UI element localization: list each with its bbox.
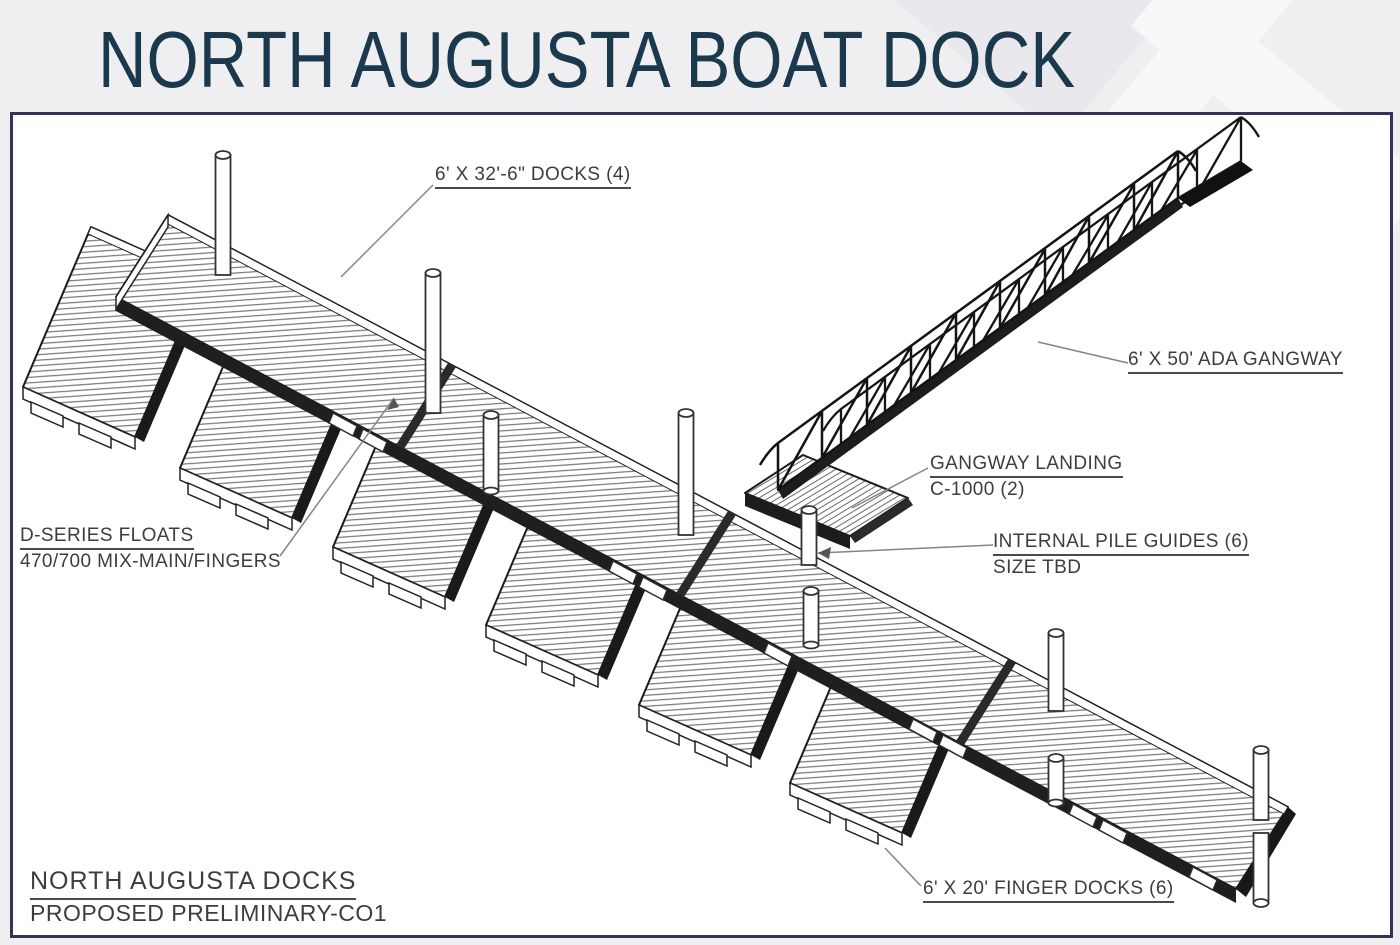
label-d-series-floats-line2: 470/700 MIX-MAIN/FINGERS	[20, 551, 281, 572]
label-gangway: 6' X 50' ADA GANGWAY	[1128, 348, 1343, 374]
label-pile-guides: INTERNAL PILE GUIDES (6) SIZE TBD	[993, 530, 1249, 579]
pile	[214, 150, 1270, 821]
label-pile-guides-line2: SIZE TBD	[993, 557, 1082, 578]
label-finger-docks: 6' X 20' FINGER DOCKS (6)	[923, 877, 1174, 903]
page-title: NORTH AUGUSTA BOAT DOCK	[98, 15, 1076, 104]
label-d-series-floats: D-SERIES FLOATS 470/700 MIX-MAIN/FINGERS	[20, 524, 281, 573]
leader-arrowhead	[387, 398, 399, 410]
leader-gangway	[1037, 341, 1129, 364]
leader-floats	[279, 397, 395, 557]
label-gangway-text: 6' X 50' ADA GANGWAY	[1128, 348, 1343, 374]
leader-arrowhead	[818, 547, 831, 559]
dock-float-lugs	[328, 411, 1218, 892]
mooring-piles	[214, 150, 1270, 908]
label-d-series-floats-line1: D-SERIES FLOATS	[20, 524, 194, 550]
label-finger-docks-text: 6' X 20' FINGER DOCKS (6)	[923, 877, 1174, 903]
label-main-docks: 6' X 32'-6" DOCKS (4)	[435, 163, 631, 189]
leader-fingers	[884, 847, 922, 887]
label-gangway-landing: GANGWAY LANDING C-1000 (2)	[930, 452, 1123, 501]
ada-gangway-truss	[758, 116, 1260, 499]
drawing-frame: 6' X 32'-6" DOCKS (4) 6' X 50' ADA GANGW…	[10, 112, 1393, 938]
label-main-docks-text: 6' X 32'-6" DOCKS (4)	[435, 163, 631, 189]
leader-lines	[279, 184, 1129, 887]
leader-landing	[851, 467, 929, 509]
isometric-dock-drawing	[22, 116, 1296, 908]
pile-guide-stub	[482, 410, 1270, 908]
label-gangway-landing-line1: GANGWAY LANDING	[930, 452, 1123, 478]
title-block-name: NORTH AUGUSTA DOCKS	[30, 867, 357, 900]
title-block: NORTH AUGUSTA DOCKS PROPOSED PRELIMINARY…	[30, 867, 387, 927]
leader-pile-guides	[817, 544, 994, 554]
leader-docks	[340, 184, 434, 278]
label-gangway-landing-line2: C-1000 (2)	[930, 479, 1025, 500]
title-block-subtitle: PROPOSED PRELIMINARY-CO1	[30, 900, 388, 926]
label-pile-guides-line1: INTERNAL PILE GUIDES (6)	[993, 530, 1249, 556]
